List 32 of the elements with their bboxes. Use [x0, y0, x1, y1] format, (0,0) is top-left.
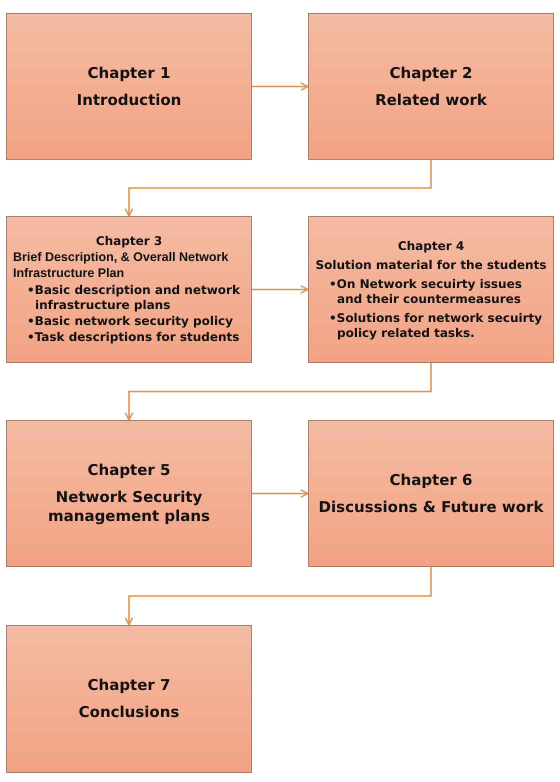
- bullet-item: •Basic network security policy: [26, 314, 234, 329]
- arrow: [252, 285, 309, 294]
- arrow: [252, 82, 309, 91]
- chapter-subtitle: Conclusions: [78, 703, 180, 722]
- chapter-subtitle: Introduction: [76, 90, 182, 110]
- chapter-box: [6, 216, 252, 363]
- chapter-title: Chapter 4: [396, 238, 466, 254]
- chapter-title: Chapter 7: [86, 676, 172, 695]
- arrow: [124, 160, 432, 217]
- chapter-box: [308, 216, 554, 363]
- chapter-title: Chapter 1: [86, 64, 172, 82]
- chapter-subtitle: Network Security management plans: [47, 488, 211, 526]
- chapter-box: [6, 625, 252, 773]
- chapter-subtitle: Solution material for the students: [315, 258, 547, 272]
- chapter-title: Chapter 3: [94, 234, 164, 250]
- chapter-subtitle: Discussions & Future work: [318, 498, 544, 516]
- chapter-box: [308, 420, 554, 567]
- arrow: [124, 363, 432, 421]
- bullet-item: •On Network secuirty issues and their countermeasures: [328, 276, 523, 306]
- bullet-item: •Solutions for network secuirty policy related tasks.: [328, 310, 544, 340]
- chapter-box: [6, 420, 252, 567]
- chapter-title: Chapter 2: [388, 64, 474, 82]
- chapter-title: Chapter 6: [388, 470, 474, 490]
- bullet-item: •Basic description and network infrastructure plans: [26, 282, 241, 313]
- chapter-box: [6, 13, 252, 160]
- chapter-subtitle: Brief Description, & Overall Network Infrastructure Plan: [13, 250, 230, 282]
- chapter-box: [308, 13, 554, 160]
- chapter-title: Chapter 5: [86, 461, 172, 480]
- bullet-item: •Task descriptions for students: [26, 330, 240, 345]
- arrow: [124, 567, 432, 626]
- arrow: [252, 489, 309, 498]
- chapter-subtitle: Related work: [374, 90, 488, 110]
